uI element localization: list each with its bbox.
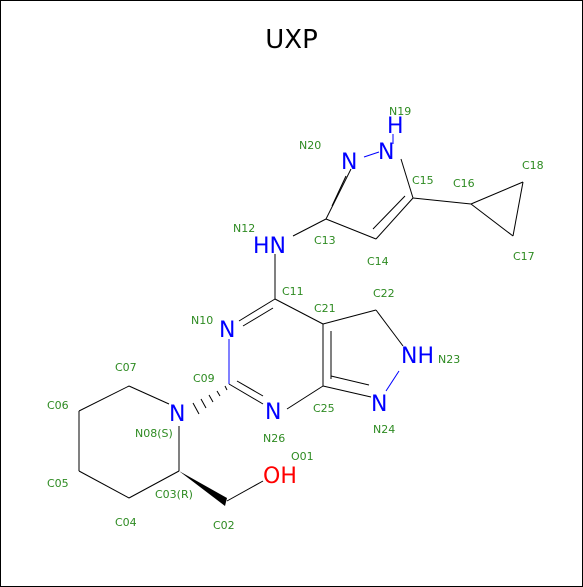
atom-labels: N19 N20 C15 C16 C18 C17 N12 C13 C14 C11 …	[47, 105, 544, 532]
atom-n08: N	[169, 402, 185, 427]
atom-n20: N	[341, 150, 357, 175]
label-c09: C09	[193, 372, 215, 385]
label-c03: C03(R)	[155, 488, 193, 501]
label-c06: C06	[47, 399, 69, 412]
label-c05: C05	[47, 477, 69, 490]
label-c17: C17	[513, 250, 535, 263]
label-c25: C25	[313, 402, 335, 415]
label-c22: C22	[373, 287, 395, 300]
label-c04: C04	[115, 516, 137, 529]
atom-symbols: H N N HN N NH N N N OH	[169, 114, 434, 489]
atom-n26: N	[265, 400, 281, 425]
label-n10: N10	[191, 314, 213, 327]
atom-n23: NH	[401, 344, 434, 369]
atom-n19: N	[378, 140, 394, 165]
label-n24: N24	[373, 423, 395, 436]
atom-n10: N	[219, 318, 235, 343]
label-n08: N08(S)	[135, 427, 173, 440]
label-c16: C16	[453, 177, 475, 190]
bonds	[78, 134, 524, 506]
label-n23: N23	[438, 353, 460, 366]
molecule-title: UXP	[265, 25, 318, 55]
label-c07: C07	[115, 361, 137, 374]
atom-h-n19: H	[387, 114, 404, 139]
label-c15: C15	[412, 174, 434, 187]
label-o01: O01	[291, 450, 314, 463]
label-c18: C18	[522, 159, 544, 172]
label-c21: C21	[314, 302, 336, 315]
label-n20: N20	[299, 139, 321, 152]
atom-n24: N	[371, 392, 387, 417]
label-c14: C14	[367, 255, 389, 268]
label-c11: C11	[282, 285, 304, 298]
label-c13: C13	[314, 234, 336, 247]
atom-oh: OH	[263, 464, 297, 489]
label-c02: C02	[213, 519, 235, 532]
label-n26: N26	[263, 432, 285, 445]
atom-n12: HN	[253, 234, 286, 259]
label-n19: N19	[389, 105, 411, 118]
label-n12: N12	[233, 222, 255, 235]
